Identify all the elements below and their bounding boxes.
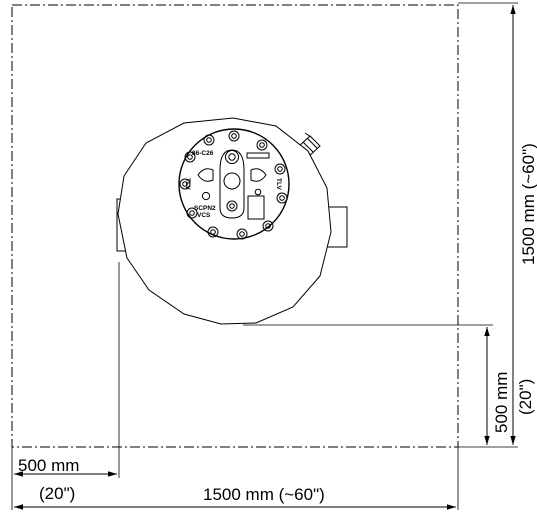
- right-clearance-in-label: (20"): [516, 379, 535, 415]
- small-plug-right: [254, 188, 262, 196]
- clearance-boundary: [11, 4, 459, 448]
- right-clearance-mm-label: 500 mm: [492, 372, 511, 433]
- nameplate: [247, 195, 265, 220]
- left-brand-mark: TLV: [184, 178, 191, 190]
- width-label: 1500 mm (~60"): [203, 485, 325, 504]
- valve-assembly: [219, 149, 245, 219]
- device-top-view: [116, 117, 348, 325]
- top-slot: [246, 152, 270, 159]
- center-marking-1: SCPN2: [194, 205, 216, 212]
- cover-bolts: [179, 130, 288, 240]
- right-lobe: [250, 168, 267, 182]
- height-label: 1500 mm (~60"): [519, 143, 537, 265]
- left-clearance-in-label: (20"): [39, 484, 75, 503]
- left-clearance-mm-label: 500 mm: [18, 456, 79, 475]
- model-marking: 86-C26: [192, 150, 214, 157]
- small-plug-left: [201, 191, 211, 201]
- center-marking-2: VCS: [197, 212, 211, 219]
- left-lobe: [197, 168, 214, 182]
- right-brand-mark: TLV: [275, 178, 282, 190]
